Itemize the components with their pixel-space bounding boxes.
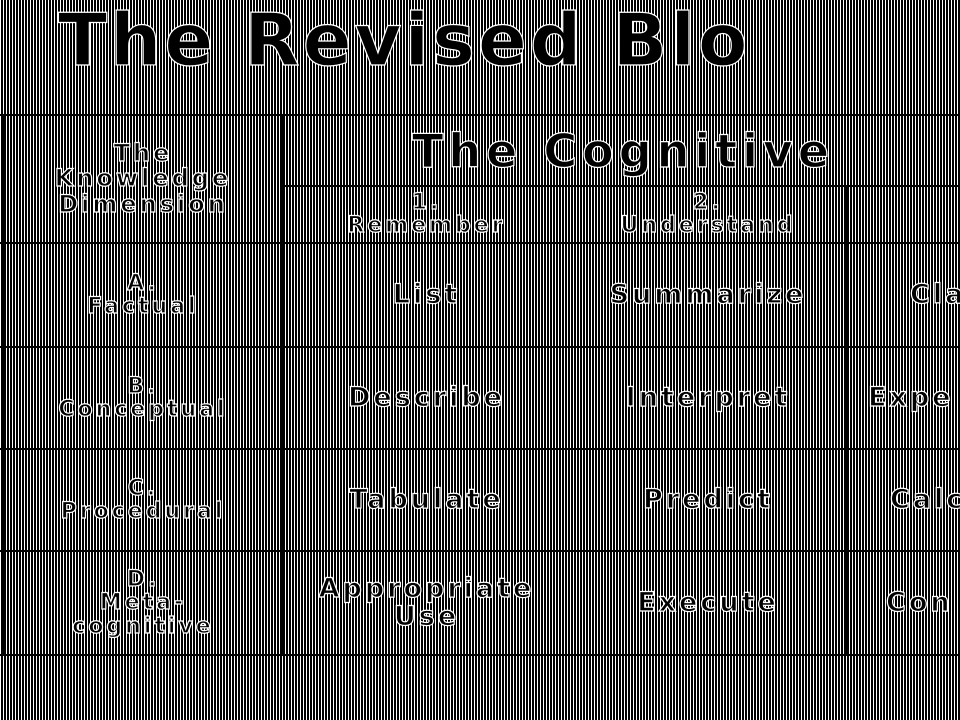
table-cell: Interpret [625, 381, 791, 413]
table-cell: Expe [867, 381, 954, 413]
column-header-remember: 1. Remember [284, 186, 569, 242]
row-letter: D. [126, 567, 160, 593]
table-cell: Summarize [609, 278, 807, 310]
table-cell: Predict [642, 483, 773, 515]
table-cell: Describe [347, 381, 505, 413]
row-header-metacognitive: D. Meta- cognitive [4, 552, 282, 654]
row-header-conceptual: B. Conceptual [4, 348, 282, 448]
column-header-understand: 2. Understand [570, 186, 846, 242]
header-line-1: The [113, 139, 173, 168]
row-name: Procedural [60, 499, 226, 524]
table-cell: Calc [889, 483, 960, 515]
row-name: Factual [87, 294, 199, 319]
grid-line [0, 654, 960, 656]
row-letter: B. [127, 373, 159, 399]
column-number: 1. [411, 189, 442, 215]
row-name: Conceptual [58, 397, 228, 422]
column-number: 2. [693, 189, 723, 215]
row-name: Meta- [99, 590, 187, 616]
header-line-2: Knowledge [54, 164, 232, 193]
table-cell: Tabulate [349, 483, 504, 515]
column-name: Understand [620, 213, 796, 238]
slide-title: The Revised Blo [57, 0, 751, 82]
knowledge-dimension-header: The Knowledge Dimension [4, 116, 282, 242]
row-header-factual: A. Factual [4, 244, 282, 346]
table-cell: Appropriate Use [318, 572, 535, 632]
row-name-line-2: cognitive [72, 613, 214, 639]
table-cell: Con [885, 586, 953, 618]
table-cell: Cla [909, 278, 960, 310]
cognitive-dimension-header: The Cognitive [411, 123, 835, 178]
column-name: Remember [347, 213, 506, 238]
table-cell: List [392, 278, 461, 310]
header-line-3: Dimension [58, 189, 228, 218]
column-header-apply: A [848, 186, 960, 242]
row-header-procedural: C. Procedural [4, 450, 282, 550]
row-letter: C. [127, 475, 159, 501]
table-cell: Execute [637, 586, 779, 618]
row-letter: A. [126, 270, 159, 296]
